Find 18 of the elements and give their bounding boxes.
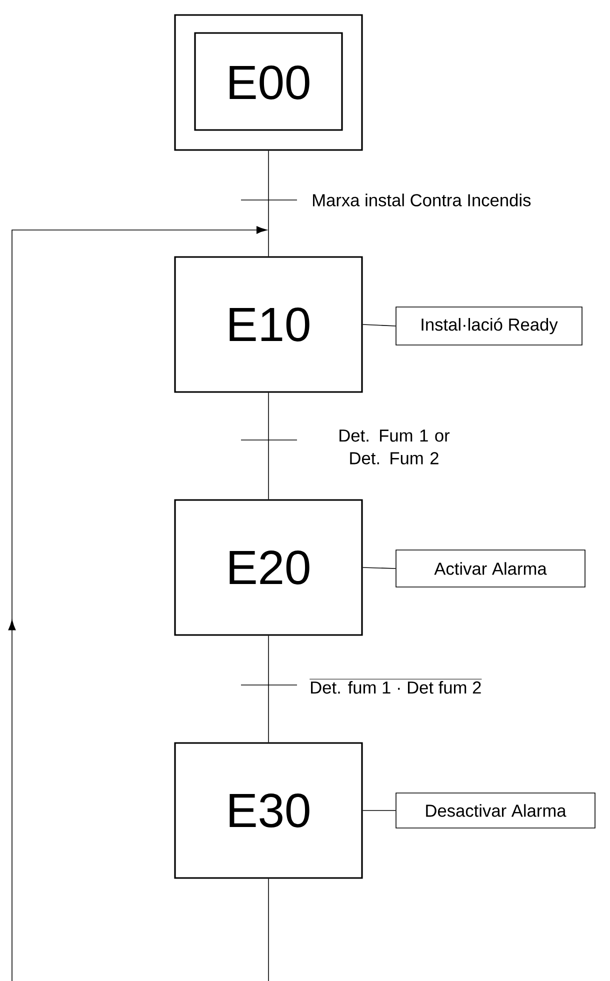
transition-label: Det. Fum 1 or Det. Fum 2 [340,430,450,464]
connecting-line [362,810,396,811]
action-box: Instal·lació Ready [396,306,582,346]
connecting-line [268,150,269,257]
initial-step-box: E00 [174,14,363,151]
step-box: E30 [174,742,363,879]
connecting-line [268,635,269,743]
transition-label: Det. fum 1 · Det fum 2 [309,678,482,694]
action-box: Activar Alarma [396,550,586,588]
connecting-line [268,878,269,981]
transition-label: Marxa instal Contra Incendis [313,194,531,206]
step-box: E10 [174,256,363,393]
connecting-line [268,392,269,500]
action-box: Desactivar Alarma [396,792,596,828]
connecting-line [362,324,396,326]
connecting-line [362,567,396,569]
step-box: E20 [174,499,363,636]
return-arrow [8,226,268,981]
